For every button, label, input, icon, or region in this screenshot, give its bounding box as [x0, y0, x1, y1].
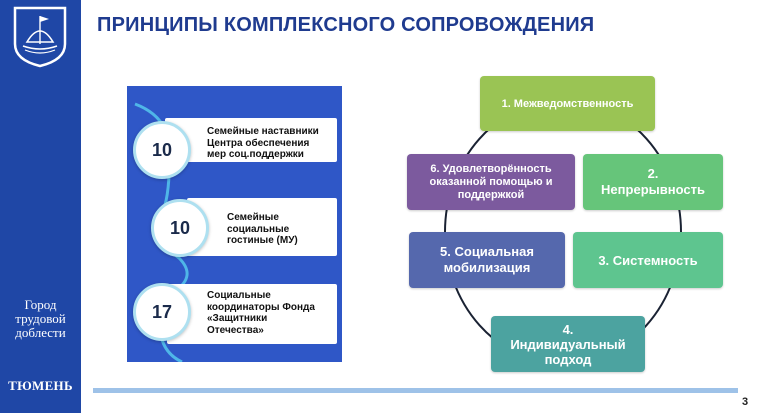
- principle-line: мобилизация: [443, 260, 531, 275]
- support-staff-panel: 10 Семейные наставники Центра обеспечени…: [127, 86, 342, 362]
- stat-description: Семейные наставники Центра обеспечения м…: [207, 126, 319, 161]
- principle-5: 5. Социальная мобилизация: [409, 232, 565, 288]
- stat-line: Социальные: [207, 290, 271, 301]
- principle-2: 2. Непрерывность: [583, 154, 723, 210]
- principle-line: 5. Социальная: [440, 244, 534, 259]
- city-coat-of-arms-icon: [13, 6, 67, 68]
- principles-cycle-diagram: 1. Межведомственность 2. Непрерывность 3…: [395, 70, 735, 380]
- city-name: ТЮМЕНЬ: [8, 378, 73, 393]
- footer-divider: [93, 388, 738, 393]
- principle-line: поддержкой: [457, 188, 525, 201]
- slide-title: ПРИНЦИПЫ КОМПЛЕКСНОГО СОПРОВОЖДЕНИЯ: [97, 14, 595, 36]
- stat-line: Семейные: [227, 212, 279, 223]
- stat-line: социальные: [227, 223, 290, 235]
- stat-number: 10: [133, 121, 191, 179]
- principle-3: 3. Системность: [573, 232, 723, 288]
- stat-line: мер соц.поддержки: [207, 149, 304, 160]
- stat-line: координаторы Фонда: [207, 301, 315, 313]
- principle-line: 4.: [562, 321, 574, 337]
- principle-line: 2.: [647, 166, 659, 181]
- stat-description: Семейные социальные гостиные (МУ): [227, 212, 298, 247]
- principle-line: 3. Системность: [598, 252, 698, 268]
- stat-line: Отечества»: [207, 324, 264, 336]
- stat-description: Социальные координаторы Фонда «Защитники…: [207, 290, 315, 336]
- stat-line: гостиные (МУ): [227, 235, 298, 246]
- stat-card: [187, 198, 337, 256]
- stat-line: «Защитники: [207, 313, 268, 324]
- principle-4: 4. Индивидуальный подход: [491, 316, 645, 372]
- principle-line: оказанной помощью и: [429, 175, 553, 188]
- city-motto: Город трудовой доблести: [0, 298, 81, 340]
- motto-line: Город: [24, 297, 57, 312]
- principle-line: Непрерывность: [601, 182, 705, 197]
- sidebar: Город трудовой доблести ТЮМЕНЬ: [0, 0, 81, 413]
- principle-line: 1. Межведомственность: [501, 97, 634, 110]
- stat-line: Центра обеспечения: [207, 137, 310, 149]
- stat-number: 17: [133, 283, 191, 341]
- stat-line: Семейные наставники: [207, 126, 319, 137]
- stat-card: [167, 284, 337, 344]
- principle-1: 1. Межведомственность: [480, 76, 655, 131]
- principle-6: 6. Удовлетворённость оказанной помощью и…: [407, 154, 575, 210]
- stat-card: [165, 118, 337, 162]
- motto-line: доблести: [15, 325, 66, 340]
- principle-line: подход: [544, 351, 592, 367]
- principle-line: Индивидуальный: [510, 336, 626, 352]
- principle-line: 6. Удовлетворённость: [430, 162, 552, 175]
- motto-line: трудовой: [15, 311, 66, 326]
- page-number: 3: [742, 396, 749, 408]
- stat-number: 10: [151, 199, 209, 257]
